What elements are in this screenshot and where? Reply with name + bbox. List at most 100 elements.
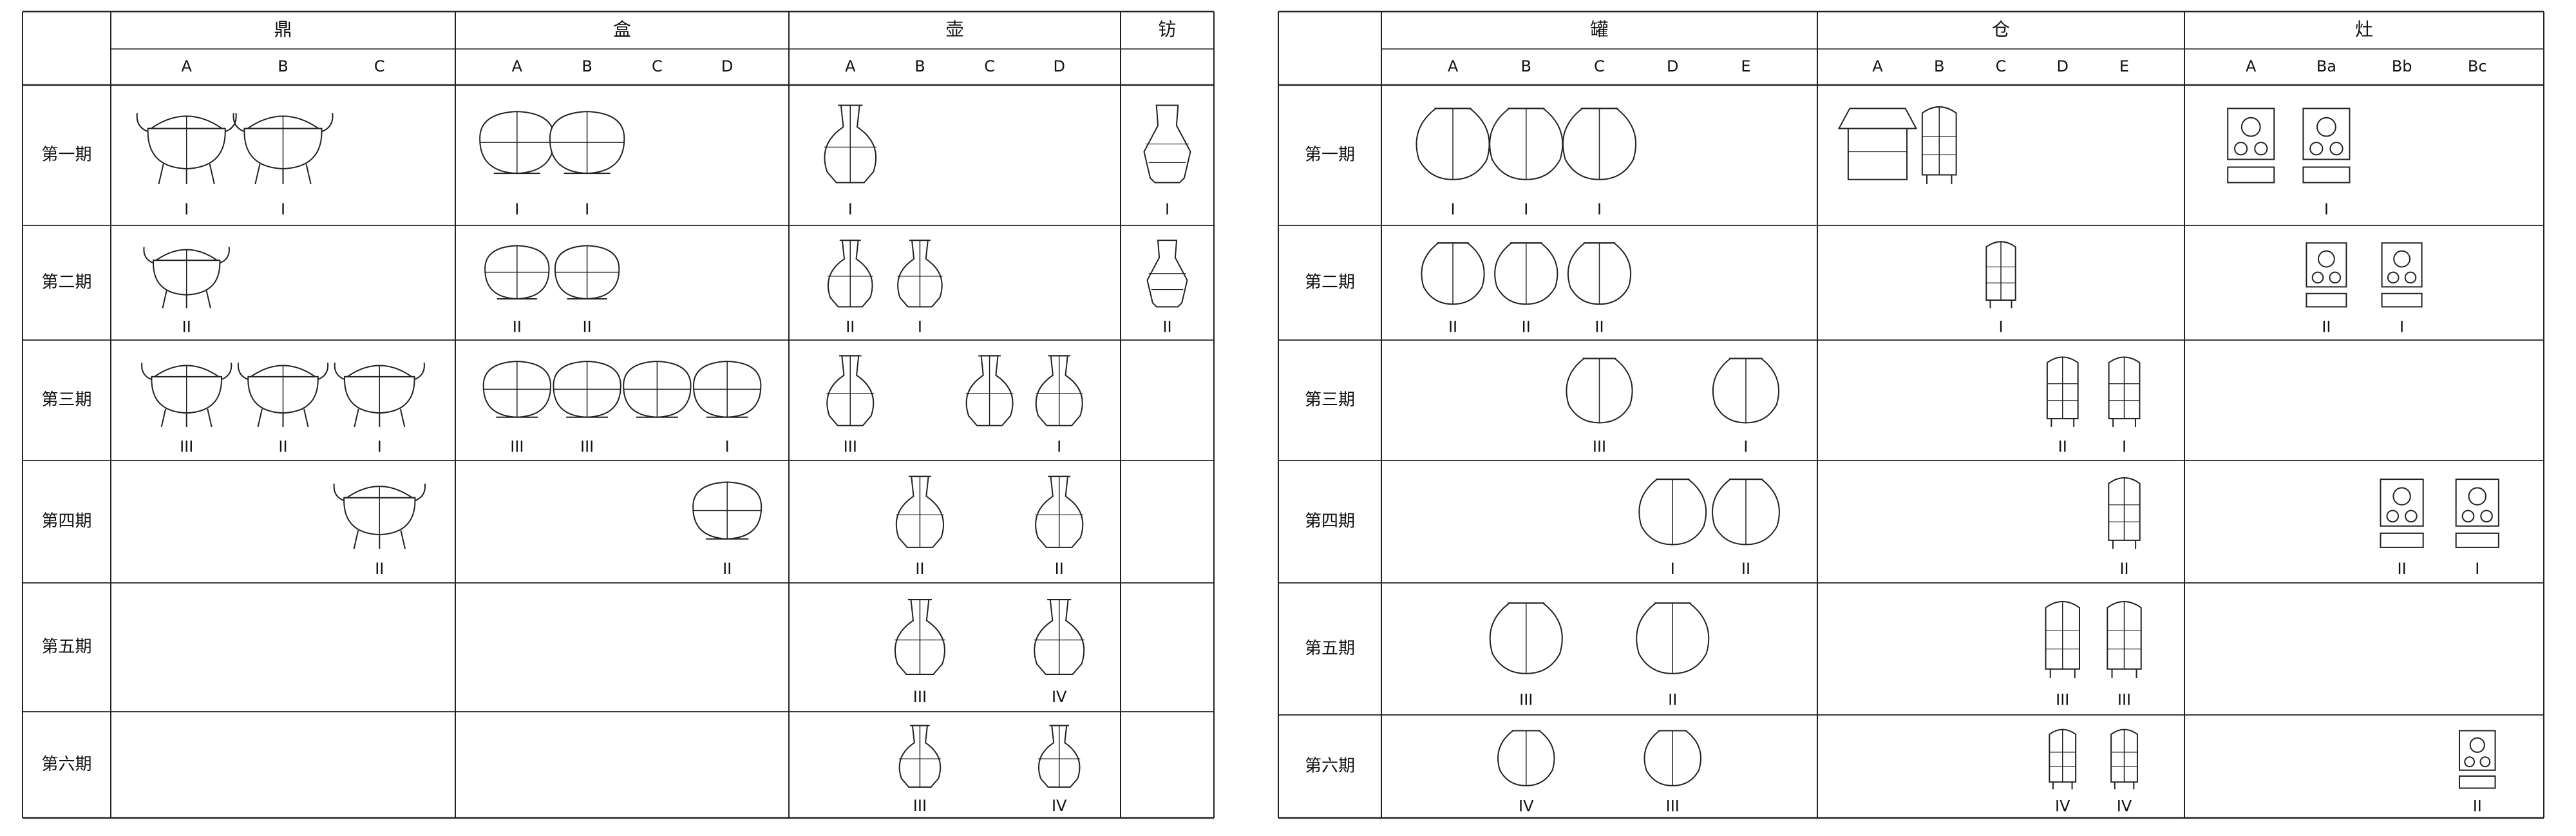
- vessel-drawing-stove: [2380, 479, 2424, 548]
- subtype-label: III: [1666, 797, 1680, 815]
- subtype-label: I: [377, 437, 382, 455]
- vessel-drawing-stove: [2227, 108, 2275, 184]
- subtype-label: I: [1450, 200, 1455, 218]
- subtype-label: III: [844, 437, 857, 455]
- subtype-label: III: [510, 437, 524, 455]
- vessel-drawing-jar: [1489, 602, 1563, 674]
- vessel-drawing-jar: [1497, 730, 1555, 786]
- vessel-drawing-hu: [1035, 475, 1084, 548]
- subtype-label: II: [2058, 437, 2067, 455]
- type-header: B: [582, 57, 592, 75]
- subtype-label: II: [513, 318, 522, 336]
- period-label: 第五期: [41, 638, 91, 657]
- subtype-label: II: [1448, 318, 1457, 336]
- vessel-drawing-jar: [1638, 479, 1707, 546]
- vessel-drawing-ding: [334, 363, 425, 428]
- subtype-label: III: [1593, 437, 1606, 455]
- subtype-label: I: [1597, 200, 1602, 218]
- period-label: 第一期: [1305, 146, 1355, 165]
- subtype-label: III: [2056, 690, 2069, 708]
- subtype-label: II: [1162, 318, 1171, 336]
- vessel-drawing-hu: [965, 355, 1014, 426]
- vessel-drawing-ding: [141, 363, 232, 428]
- vessel-drawing-granary: [2049, 728, 2077, 790]
- group-header: 仓: [1992, 19, 2010, 40]
- subtype-label: I: [2400, 318, 2404, 336]
- type-header: Ba: [2316, 57, 2336, 75]
- subtype-label: I: [848, 200, 853, 218]
- vessel-drawing-jar: [1712, 479, 1780, 546]
- type-header: D: [721, 57, 733, 75]
- type-header: Bc: [2468, 57, 2487, 75]
- subtype-label: II: [2322, 318, 2331, 336]
- type-header: D: [1053, 57, 1065, 75]
- subtype-label: II: [375, 560, 384, 578]
- vessel-drawing-jar: [1421, 242, 1485, 305]
- subtype-label: IV: [2117, 797, 2132, 815]
- vessel-drawing-jar: [1567, 242, 1632, 305]
- vessel-drawing-jar: [1566, 357, 1633, 424]
- type-header: C: [1996, 57, 2007, 75]
- subtype-label: II: [182, 318, 191, 336]
- subtype-label: II: [1055, 560, 1064, 578]
- vessel-drawing-ding: [237, 363, 329, 428]
- subtype-label: IV: [1052, 688, 1067, 706]
- subtype-label: II: [1741, 560, 1750, 578]
- period-label: 第四期: [41, 512, 91, 531]
- period-label: 第六期: [1305, 757, 1355, 776]
- vessel-drawing-box: [553, 360, 621, 418]
- subtype-label: IV: [1052, 797, 1067, 815]
- subtype-label: I: [1057, 437, 1061, 455]
- subtype-label: II: [1595, 318, 1604, 336]
- subtype-label: II: [1522, 318, 1531, 336]
- vessel-drawing-granary: [2046, 356, 2079, 427]
- vessel-drawing-jar: [1416, 108, 1490, 180]
- type-header: C: [984, 57, 995, 75]
- vessel-drawing-stove: [2458, 730, 2496, 789]
- vessel-drawing-ding: [333, 483, 426, 549]
- vessel-drawing-hu: [895, 475, 944, 548]
- vessel-drawing-box: [479, 111, 555, 175]
- type-header: B: [914, 57, 925, 75]
- subtype-label: I: [2122, 437, 2126, 455]
- vessel-drawing-granary: [2107, 601, 2142, 678]
- vessel-drawing-granary: [1921, 106, 1957, 184]
- vessel-drawing-jar: [1636, 602, 1710, 674]
- subtype-label: I: [1524, 200, 1528, 218]
- vessel-drawing-box: [693, 360, 762, 418]
- vessel-drawing-jar: [1643, 730, 1701, 786]
- vessel-drawing-jar: [1712, 357, 1779, 424]
- vessel-drawing-stove: [2302, 108, 2351, 184]
- type-header: E: [2119, 57, 2129, 75]
- subtype-label: II: [2473, 797, 2482, 815]
- vessel-drawing-granary: [2108, 477, 2141, 549]
- type-header: A: [512, 57, 523, 75]
- vessel-drawing-box: [554, 245, 620, 299]
- period-label: 第三期: [1305, 390, 1355, 410]
- type-header: A: [1448, 57, 1459, 75]
- type-header: A: [2246, 57, 2257, 75]
- subtype-label: III: [913, 688, 927, 706]
- vessel-drawing-stove: [2306, 242, 2347, 308]
- subtype-label: II: [278, 437, 287, 455]
- vessel-drawing-box: [549, 111, 625, 175]
- group-header: 盒: [613, 19, 631, 40]
- vessel-drawing-hu: [828, 240, 873, 308]
- type-header: D: [1667, 57, 1678, 75]
- vessel-drawing-ding: [136, 113, 237, 185]
- vessel-drawing-hu: [897, 240, 943, 308]
- subtype-label: I: [281, 200, 285, 218]
- subtype-label: II: [846, 318, 855, 336]
- vessel-drawing-ding: [232, 113, 334, 185]
- period-label: 第二期: [41, 273, 91, 292]
- type-header: D: [2057, 57, 2069, 75]
- type-header: A: [1872, 57, 1883, 75]
- vessel-drawing-box: [692, 481, 762, 540]
- subtype-label: I: [1743, 437, 1748, 455]
- subtype-label: I: [725, 437, 730, 455]
- period-label: 第一期: [41, 146, 91, 165]
- period-label: 第三期: [41, 390, 91, 410]
- vessel-drawing-jar: [1562, 108, 1636, 180]
